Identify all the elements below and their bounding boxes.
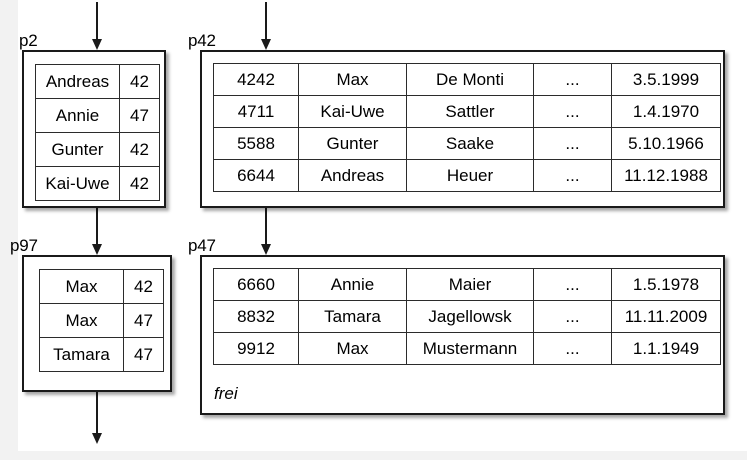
record-birthdate-cell: 11.12.1988	[611, 159, 721, 192]
bottom-margin-strip	[0, 451, 747, 460]
table-row[interactable]: 8832 Tamara Jagellowsk ... 11.11.2009	[213, 300, 721, 333]
record-more-cell: ...	[533, 159, 612, 192]
index-table-p2: Andreas 42 Annie 47 Gunter 42 Kai-Uwe 42	[35, 64, 160, 201]
table-row[interactable]: Max 42	[39, 269, 164, 304]
record-id-cell: 9912	[213, 332, 299, 365]
table-row[interactable]: 5588 Gunter Saake ... 5.10.1966	[213, 127, 721, 160]
table-row[interactable]: 6644 Andreas Heuer ... 11.12.1988	[213, 159, 721, 192]
record-id-cell: 6660	[213, 268, 299, 301]
index-pointer-cell: 47	[119, 98, 160, 133]
record-lastname-cell: Saake	[406, 127, 534, 160]
record-birthdate-cell: 5.10.1966	[611, 127, 721, 160]
record-firstname-cell: Max	[298, 332, 407, 365]
table-row[interactable]: Max 47	[39, 303, 164, 338]
record-birthdate-cell: 1.4.1970	[611, 95, 721, 128]
index-pointer-cell: 42	[119, 166, 160, 201]
record-birthdate-cell: 3.5.1999	[611, 63, 721, 96]
index-key-cell: Max	[39, 269, 124, 304]
record-firstname-cell: Gunter	[298, 127, 407, 160]
left-margin-strip	[0, 0, 18, 460]
index-key-cell: Annie	[35, 98, 120, 133]
record-lastname-cell: De Monti	[406, 63, 534, 96]
page-label-p2: p2	[19, 31, 38, 50]
record-more-cell: ...	[533, 300, 612, 333]
data-table-p47: 6660 Annie Maier ... 1.5.1978 8832 Tamar…	[213, 268, 721, 365]
arrow-out-of-p97	[92, 392, 102, 444]
index-pointer-cell: 42	[119, 132, 160, 167]
data-page-p42[interactable]: 4242 Max De Monti ... 3.5.1999 4711 Kai-…	[200, 50, 725, 208]
arrow-p42-to-p47	[261, 206, 271, 256]
index-key-cell: Kai-Uwe	[35, 166, 120, 201]
record-id-cell: 4711	[213, 95, 299, 128]
page-label-p97: p97	[10, 236, 38, 255]
record-more-cell: ...	[533, 127, 612, 160]
index-pointer-cell: 47	[123, 303, 164, 338]
table-row[interactable]: 9912 Max Mustermann ... 1.1.1949	[213, 332, 721, 365]
table-row[interactable]: Annie 47	[35, 98, 160, 133]
record-more-cell: ...	[533, 332, 612, 365]
record-firstname-cell: Max	[298, 63, 407, 96]
record-lastname-cell: Jagellowsk	[406, 300, 534, 333]
record-id-cell: 4242	[213, 63, 299, 96]
record-lastname-cell: Mustermann	[406, 332, 534, 365]
index-pointer-cell: 42	[123, 269, 164, 304]
table-row[interactable]: Tamara 47	[39, 337, 164, 372]
record-lastname-cell: Maier	[406, 268, 534, 301]
index-key-cell: Gunter	[35, 132, 120, 167]
table-row[interactable]: Kai-Uwe 42	[35, 166, 160, 201]
record-more-cell: ...	[533, 268, 612, 301]
table-row[interactable]: Gunter 42	[35, 132, 160, 167]
index-pointer-cell: 47	[123, 337, 164, 372]
index-table-p97: Max 42 Max 47 Tamara 47	[39, 269, 164, 372]
record-more-cell: ...	[533, 63, 612, 96]
record-more-cell: ...	[533, 95, 612, 128]
page-label-p47: p47	[188, 236, 216, 255]
table-row[interactable]: Andreas 42	[35, 64, 160, 99]
data-page-p47[interactable]: 6660 Annie Maier ... 1.5.1978 8832 Tamar…	[200, 255, 725, 415]
index-page-p2[interactable]: Andreas 42 Annie 47 Gunter 42 Kai-Uwe 42	[22, 50, 166, 208]
page-label-p42: p42	[188, 31, 216, 50]
arrow-into-p2	[92, 2, 102, 50]
record-birthdate-cell: 1.5.1978	[611, 268, 721, 301]
record-firstname-cell: Annie	[298, 268, 407, 301]
record-firstname-cell: Andreas	[298, 159, 407, 192]
record-id-cell: 6644	[213, 159, 299, 192]
record-firstname-cell: Tamara	[298, 300, 407, 333]
table-row[interactable]: 4711 Kai-Uwe Sattler ... 1.4.1970	[213, 95, 721, 128]
table-row[interactable]: 6660 Annie Maier ... 1.5.1978	[213, 268, 721, 301]
arrow-into-p42	[261, 2, 271, 50]
record-birthdate-cell: 11.11.2009	[611, 300, 721, 333]
record-lastname-cell: Heuer	[406, 159, 534, 192]
data-table-p42: 4242 Max De Monti ... 3.5.1999 4711 Kai-…	[213, 63, 721, 192]
index-key-cell: Max	[39, 303, 124, 338]
record-firstname-cell: Kai-Uwe	[298, 95, 407, 128]
record-lastname-cell: Sattler	[406, 95, 534, 128]
index-key-cell: Tamara	[39, 337, 124, 372]
index-pointer-cell: 42	[119, 64, 160, 99]
index-page-p97[interactable]: Max 42 Max 47 Tamara 47	[22, 255, 172, 392]
index-key-cell: Andreas	[35, 64, 120, 99]
record-id-cell: 5588	[213, 127, 299, 160]
record-birthdate-cell: 1.1.1949	[611, 332, 721, 365]
free-space-label: frei	[214, 384, 238, 403]
record-id-cell: 8832	[213, 300, 299, 333]
arrow-p2-to-p97	[92, 206, 102, 256]
table-row[interactable]: 4242 Max De Monti ... 3.5.1999	[213, 63, 721, 96]
